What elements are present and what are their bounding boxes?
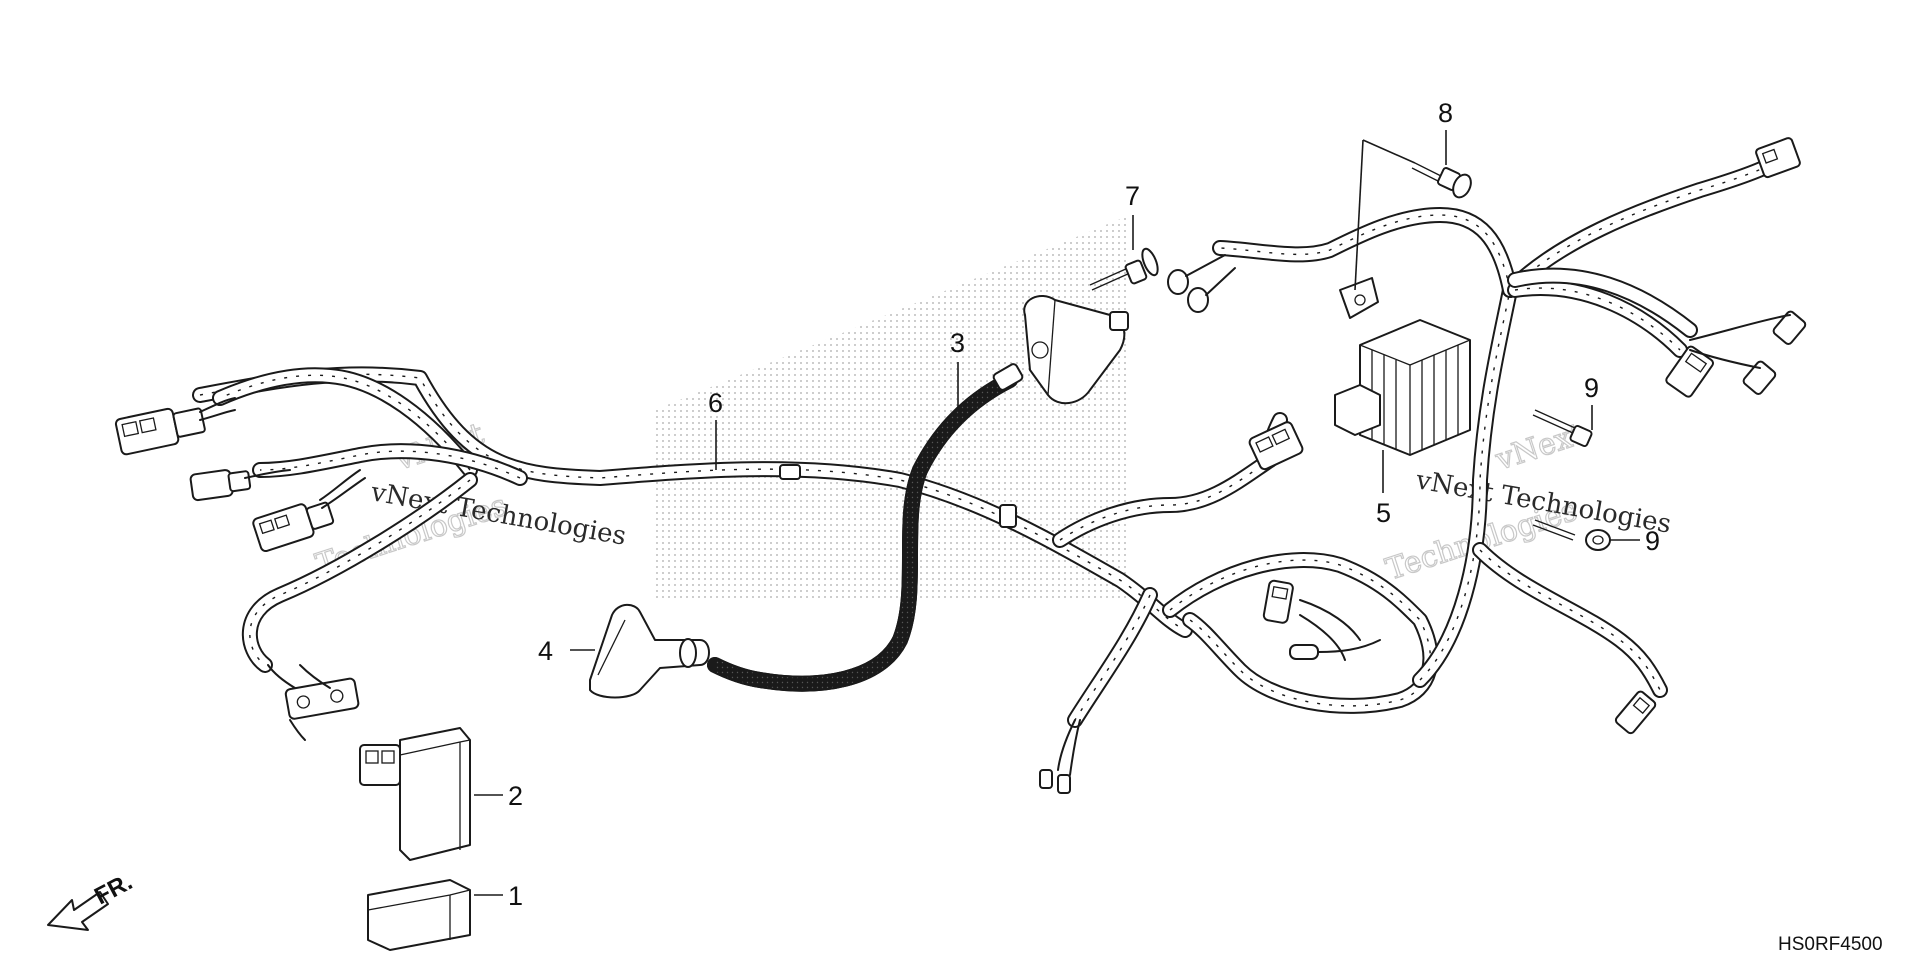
callout-3: 3	[950, 328, 965, 358]
part-9-fasteners	[1532, 409, 1611, 551]
part-8-bolt	[1339, 162, 1472, 319]
part-2-module	[359, 727, 471, 861]
ring-terminals	[1167, 254, 1236, 313]
bottom-terminals	[1039, 719, 1081, 794]
callout-6: 6	[708, 388, 723, 418]
left-couplers	[114, 397, 366, 741]
front-direction-arrow: FR.	[47, 868, 137, 931]
right-couplers	[1614, 137, 1807, 735]
diagram-code: HS0RF4500	[1778, 934, 1883, 955]
main-wire-harness	[192, 157, 1778, 728]
callout-5: 5	[1376, 498, 1391, 528]
stipple-shading	[655, 215, 1130, 600]
callout-7: 7	[1125, 181, 1140, 211]
callout-9-lower: 9	[1645, 526, 1660, 556]
center-connectors	[1248, 421, 1381, 661]
callout-4: 4	[538, 636, 553, 666]
callout-9-upper: 9	[1584, 373, 1599, 403]
part-1-cover	[367, 879, 471, 951]
callouts: 1 2 3 4 5 6 7 8 9 9	[508, 98, 1660, 911]
callout-2: 2	[508, 781, 523, 811]
part-7-bolt	[1089, 247, 1159, 291]
part-4-plug-cap	[589, 603, 710, 699]
callout-8: 8	[1438, 98, 1453, 128]
callout-1: 1	[508, 881, 523, 911]
part-3-ignition-coil	[707, 295, 1129, 692]
watermark-brand-right: vNext	[1491, 417, 1588, 478]
part-5-regulator	[1334, 319, 1471, 456]
